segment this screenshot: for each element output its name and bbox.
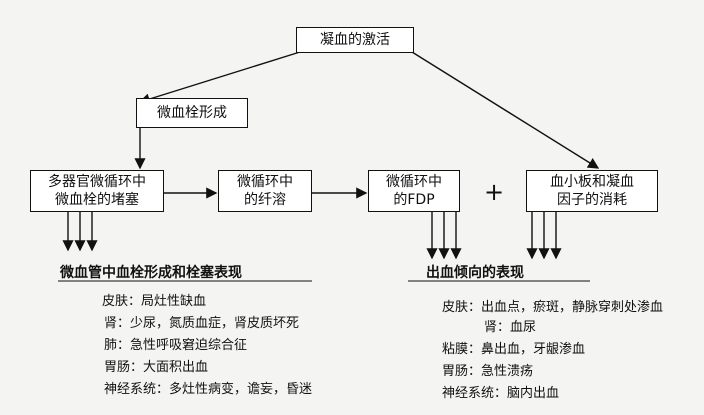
right-symptom-line: 神经系统：脑内出血: [442, 386, 560, 401]
right-symptom-line: 粘膜：鼻出血，牙龈渗血: [442, 342, 586, 357]
box-label: 多器官微循环中 微血栓的堵塞: [48, 174, 146, 208]
right-section-heading: 出血倾向的表现: [426, 265, 524, 281]
left-symptom-line: 皮肤：局灶性缺血: [102, 294, 207, 309]
box-label: 凝血的激活: [320, 32, 390, 48]
left-symptom-line: 肺：急性呼吸窘迫综合征: [104, 338, 248, 353]
box-microthrombus-formation: 微血栓形成: [136, 98, 248, 128]
box-label: 微循环中 的纤溶: [237, 174, 293, 208]
box-label: 微血栓形成: [157, 105, 227, 121]
left-symptom-line: 神经系统：多灶性病变，谵妄，昏迷: [104, 382, 313, 397]
plus-sign: +: [484, 178, 505, 206]
box-fdp: 微循环中 的FDP: [368, 170, 460, 212]
right-symptom-line: 皮肤：出血点，瘀斑，静脉穿刺处渗血: [442, 300, 664, 315]
left-symptom-line: 胃肠：大面积出血: [104, 360, 209, 375]
box-label: 微循环中 的FDP: [386, 174, 442, 208]
box-microcirculation-blockage: 多器官微循环中 微血栓的堵塞: [30, 170, 164, 212]
left-section-heading: 微血管中血栓形成和栓塞表现: [60, 265, 242, 281]
right-symptom-line: 胃肠：急性溃疡: [442, 364, 534, 379]
box-coagulation-activation: 凝血的激活: [296, 27, 414, 53]
box-fibrinolysis: 微循环中 的纤溶: [218, 170, 312, 212]
right-symptom-line: 肾：血尿: [484, 320, 537, 335]
box-label: 血小板和凝血 因子的消耗: [550, 174, 634, 208]
left-symptom-line: 肾：少尿，氮质血症，肾皮质坏死: [104, 316, 300, 331]
box-factor-consumption: 血小板和凝血 因子的消耗: [526, 170, 658, 212]
